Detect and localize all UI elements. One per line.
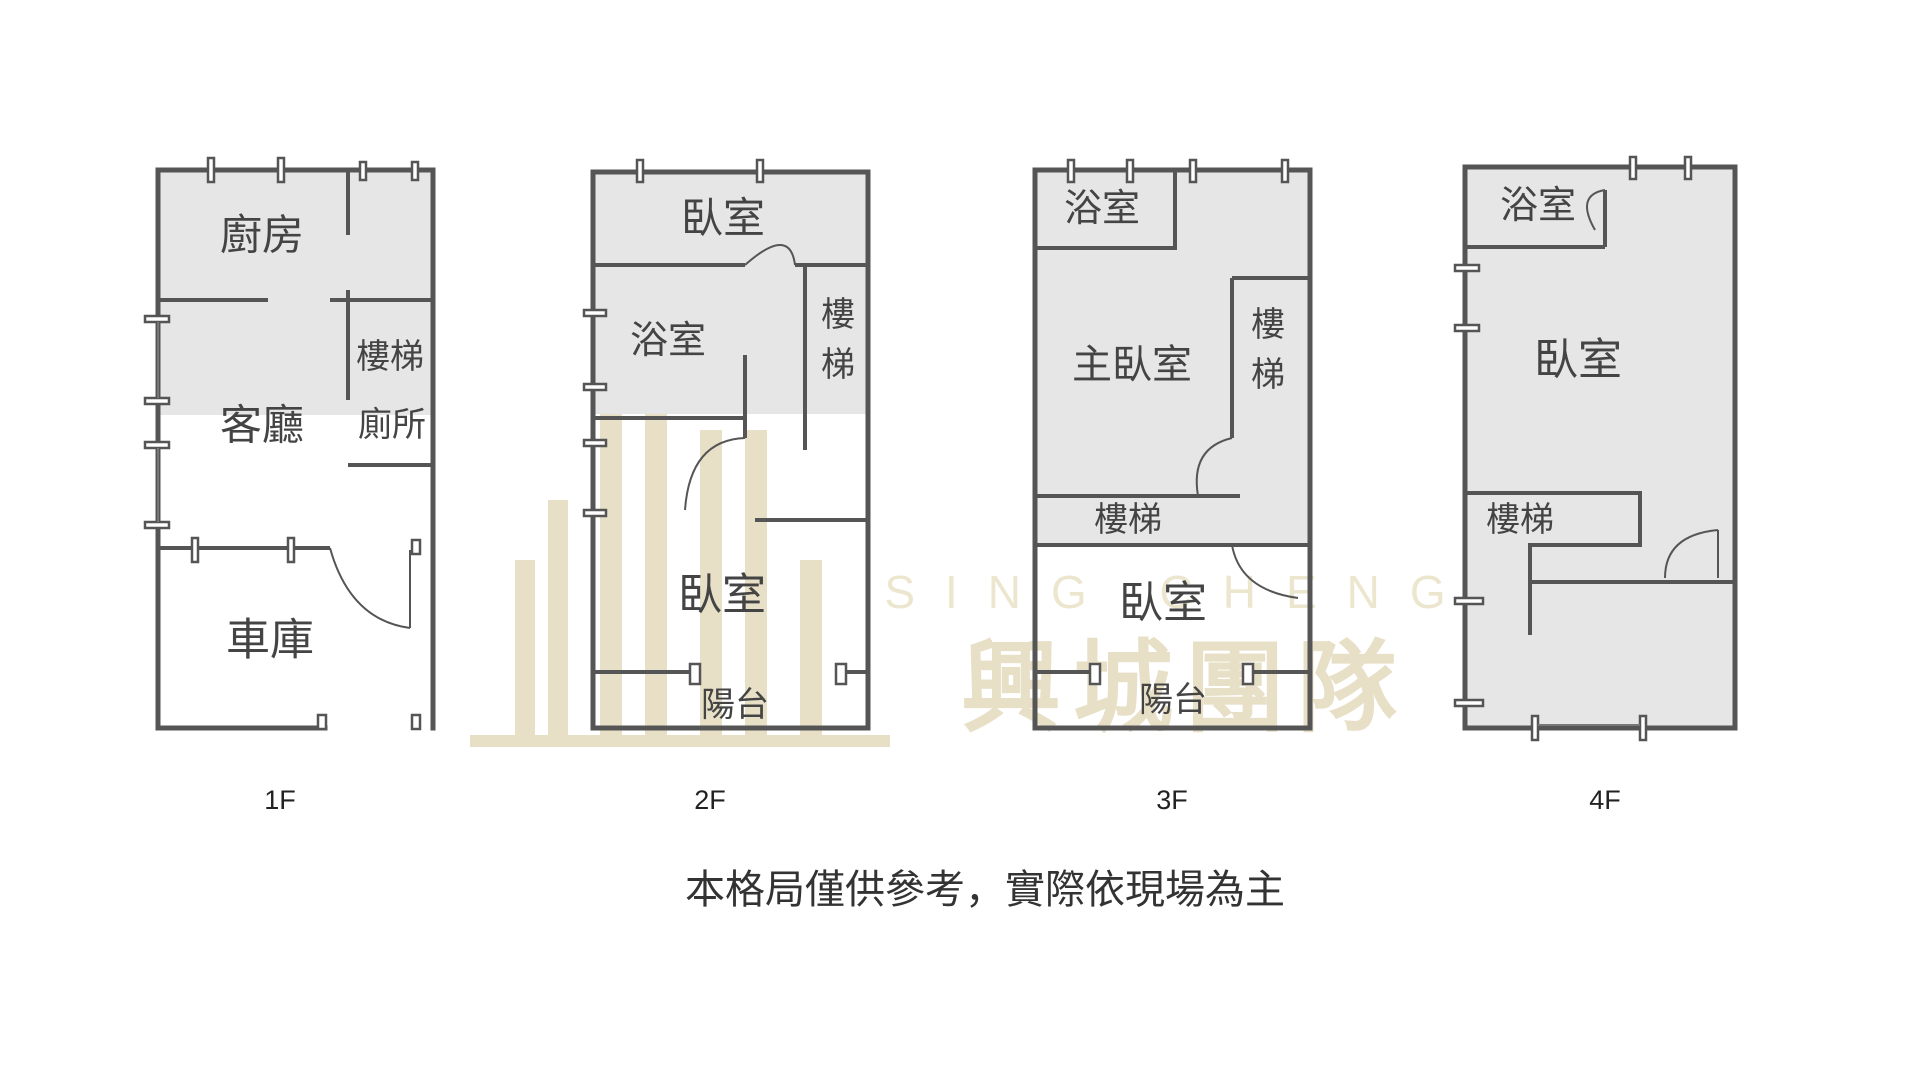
room-label-bathroom: 浴室 — [1064, 186, 1140, 230]
room-label-bathroom: 浴室 — [630, 318, 706, 362]
room-label-balcony: 陽台 — [701, 685, 769, 725]
room-label-stairs-2: 梯 — [821, 345, 855, 385]
watermark: SING CHENG 興城團隊 — [470, 380, 1475, 747]
floor-plan-1f: 廚房 樓梯 客廳 廁所 車庫 1F — [143, 156, 436, 815]
room-label-stairs: 樓梯 — [356, 337, 424, 377]
room-label-toilet: 廁所 — [358, 405, 426, 445]
floor-plan-3f: 浴室 主臥室 樓 梯 樓梯 臥室 陽台 3F — [1032, 158, 1313, 815]
room-label-stairs-1: 樓 — [821, 295, 855, 335]
room-label-garage: 車庫 — [226, 615, 314, 666]
room-label-bedroom: 臥室 — [1534, 335, 1622, 386]
shaded-area — [593, 172, 868, 414]
room-label-bedroom-2: 臥室 — [678, 570, 766, 621]
floor-label-1f: 1F — [264, 785, 296, 815]
room-label-bedroom: 臥室 — [1119, 578, 1207, 629]
room-label-living-room: 客廳 — [220, 401, 304, 450]
shaded-area — [1035, 170, 1310, 545]
room-label-bathroom: 浴室 — [1500, 183, 1576, 227]
watermark-name-en: SING CHENG — [884, 566, 1475, 618]
floor-label-2f: 2F — [694, 785, 726, 815]
floor-plan-4f: 浴室 臥室 樓梯 4F — [1453, 155, 1738, 815]
shaded-area — [1465, 167, 1735, 728]
room-label-stairs-3: 樓梯 — [1094, 500, 1162, 540]
floor-label-4f: 4F — [1589, 785, 1621, 815]
room-label-stairs: 樓梯 — [1486, 500, 1554, 540]
floor-label-3f: 3F — [1156, 785, 1188, 815]
room-label-balcony: 陽台 — [1139, 680, 1207, 720]
room-label-stairs-1: 樓 — [1251, 305, 1285, 345]
disclaimer-note: 本格局僅供參考，實際依現場為主 — [685, 867, 1285, 913]
room-label-master-bedroom: 主臥室 — [1072, 342, 1192, 388]
room-label-kitchen: 廚房 — [220, 211, 304, 260]
room-label-bedroom: 臥室 — [681, 194, 765, 243]
room-label-stairs-2: 梯 — [1251, 355, 1285, 395]
floor-plan-2f: 臥室 樓 梯 浴室 臥室 陽台 2F — [582, 158, 871, 815]
watermark-logo-icon — [470, 380, 890, 747]
shaded-area — [158, 170, 433, 415]
